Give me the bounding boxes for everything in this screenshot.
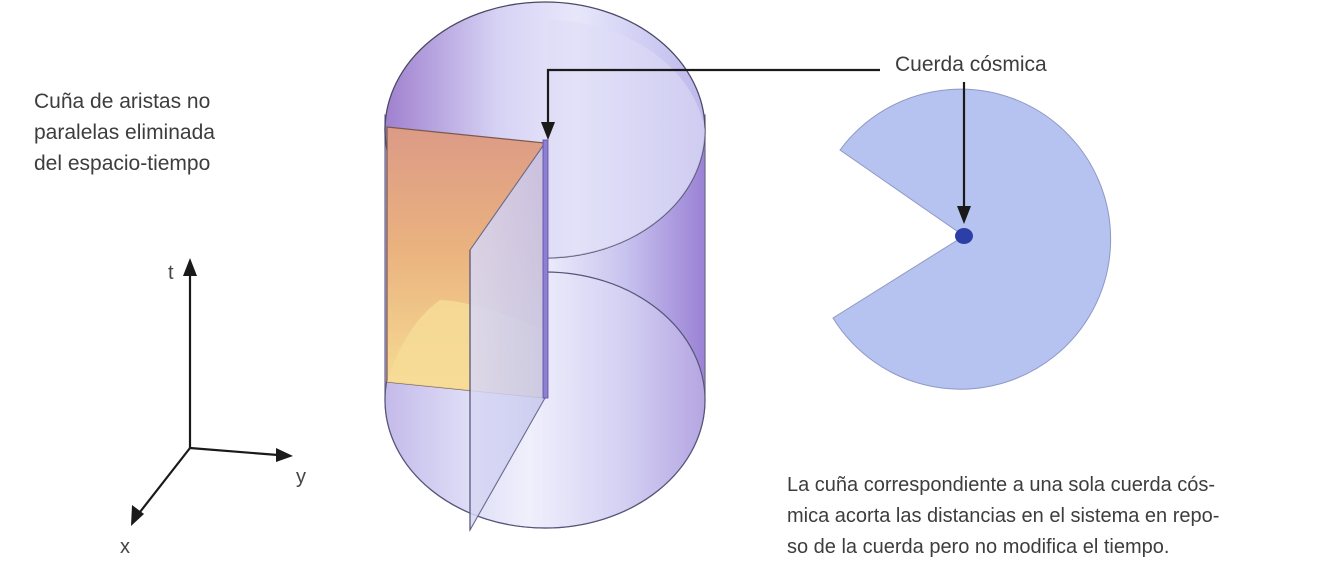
coordinate-axes [131, 258, 293, 526]
cosmic-string-pointer [541, 68, 880, 140]
cylinder-top-inner [548, 20, 705, 258]
arrow-head-icon [957, 206, 971, 224]
x-axis-label: x [120, 536, 130, 558]
t-axis-label: t [168, 262, 174, 284]
arrow-head-icon [541, 122, 555, 140]
cosmic-string-dot [955, 228, 973, 244]
arrow-head-icon [131, 505, 144, 526]
pointer-line [546, 68, 880, 126]
wedge-label-line: Cuña de aristas no [34, 90, 211, 113]
caption-line: so de la cuerda pero no modifica el tiem… [787, 536, 1170, 558]
x-axis-line [139, 447, 191, 513]
spatial-slice-disk [832, 82, 1112, 390]
arrow-head-icon [276, 448, 293, 462]
removed-wedge [386, 126, 549, 533]
arrow-head-icon [183, 258, 197, 276]
caption-line: mica acorta las distancias en el sistema… [787, 505, 1220, 527]
y-axis-label: y [296, 466, 306, 488]
wedge-label-line: paralelas eliminada [34, 121, 215, 144]
cosmic-string-line [542, 139, 549, 399]
caption-line: La cuña correspondiente a una sola cuerd… [787, 474, 1216, 496]
cosmic-string-label: Cuerda cósmica [895, 53, 1047, 76]
wedge-label: Cuña de aristas no paralelas eliminada d… [34, 86, 215, 179]
wedge-label-line: del espacio-tiempo [34, 152, 211, 175]
y-axis-line [189, 446, 279, 457]
figure-caption: La cuña correspondiente a una sola cuerd… [787, 470, 1219, 563]
